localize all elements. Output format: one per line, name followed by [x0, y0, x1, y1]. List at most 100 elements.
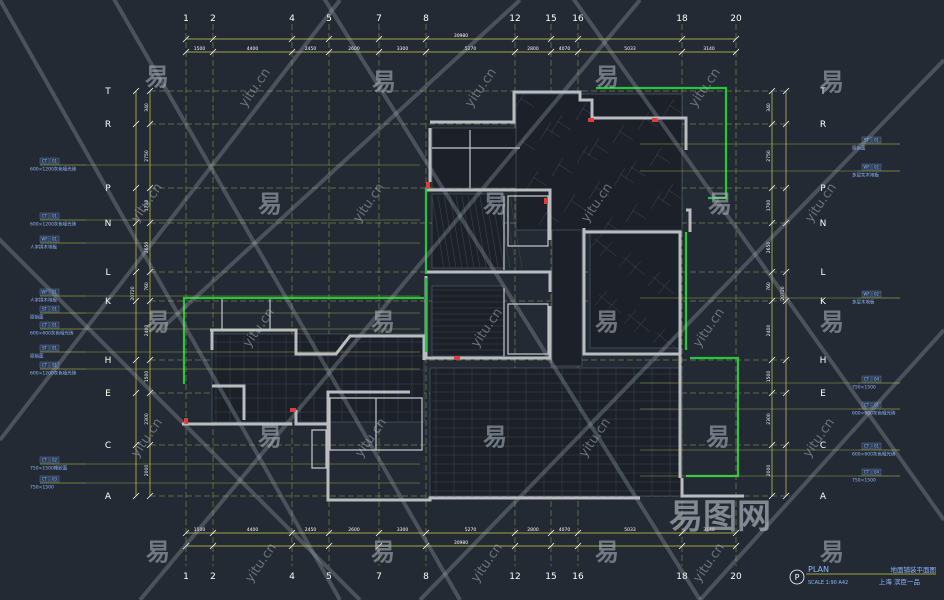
- watermark-character: 易: [820, 68, 844, 96]
- callout-text: 人字拼木地板: [30, 297, 57, 304]
- callout-tag-box: [49, 157, 60, 165]
- top-dimension-tick: [422, 35, 430, 43]
- grid-column-label-top: 1: [183, 14, 189, 24]
- hatch-line: [631, 209, 647, 220]
- dimension-value: 760: [144, 282, 150, 291]
- corridor-tile-floor: [551, 225, 583, 367]
- right-dimension-tick: [782, 219, 790, 227]
- hatch-line: [569, 199, 585, 210]
- right-dimension-tick: [782, 492, 790, 500]
- dimension-value: 4070: [559, 527, 571, 533]
- hatch-line: [630, 166, 646, 177]
- hatch-line: [594, 186, 610, 197]
- grid-row-label-left: R: [105, 120, 111, 130]
- bottom-dimension-tick: [288, 529, 296, 537]
- bottom-dimension-tick: [375, 529, 383, 537]
- hatch-line: [637, 321, 651, 333]
- callout-tag-box: [871, 468, 882, 476]
- kitchen-tile-floor: [211, 333, 425, 423]
- dimension-total: 20720: [130, 286, 136, 300]
- dimension-value: 2000: [144, 465, 150, 477]
- left-dimension-tick: [132, 356, 140, 364]
- dimension-value: 3300: [397, 527, 409, 533]
- hatch-line: [633, 317, 647, 333]
- left-dimension-tick: [146, 268, 154, 276]
- dimension-value: 2800: [527, 527, 539, 533]
- callout-code: WF: [863, 291, 870, 296]
- hatch-line: [666, 340, 680, 352]
- hatch-line: [637, 111, 650, 131]
- top-dimension-tick: [547, 35, 555, 43]
- walls: [182, 90, 744, 502]
- watermark-character: 易: [372, 68, 396, 96]
- wall-east: [678, 208, 692, 478]
- left-dimension-tick: [146, 356, 154, 364]
- hatch-line: [649, 147, 662, 167]
- hatch-line: [612, 124, 625, 144]
- dimension-value: 3140: [703, 527, 715, 533]
- grid-row-label-right: H: [820, 356, 827, 366]
- hatch-line: [651, 275, 665, 287]
- watermark-character: 易: [595, 308, 619, 336]
- left-dimension-tick: [132, 87, 140, 95]
- callout-code: CT: [864, 402, 870, 407]
- callout-text: 750×1500: [852, 385, 876, 391]
- top-dimension-tick: [547, 48, 555, 56]
- dimension-value: 3300: [397, 46, 409, 52]
- hatch-line: [467, 195, 481, 269]
- grid-column-label-top: 7: [376, 14, 382, 24]
- grid-row-label-left: C: [105, 441, 111, 451]
- hatch-line: [647, 271, 661, 287]
- hatch-line: [503, 195, 517, 269]
- hatch-line: [613, 167, 626, 187]
- hatch-line: [509, 195, 523, 269]
- hatch-line: [662, 98, 675, 118]
- dimension-value: 3140: [703, 46, 715, 52]
- grid-row-label-right: K: [820, 297, 827, 307]
- top-dimension-tick: [375, 48, 383, 56]
- grid-row-label-left: N: [105, 219, 112, 229]
- partition-closet: [311, 429, 327, 469]
- grid-column-label-bottom: 5: [326, 572, 332, 582]
- hatch-line: [556, 120, 572, 131]
- callout-tag-box: [39, 235, 50, 243]
- wall-kitchen: [210, 328, 426, 360]
- left-dimension-tick: [132, 219, 140, 227]
- watermark-character: 易: [371, 308, 395, 336]
- watermark-logo: 易图网: [669, 497, 771, 537]
- watermark-stripe: [418, 58, 944, 600]
- bottom-dimension-tick: [288, 542, 296, 550]
- dimension-value: 1500: [194, 527, 206, 533]
- top-dimension-tick: [574, 35, 582, 43]
- right-dimension-tick: [768, 219, 776, 227]
- grid-column-label-bottom: 8: [423, 572, 429, 582]
- right-dimension-tick: [768, 120, 776, 128]
- dimension-value: 2300: [144, 413, 150, 425]
- callout-text: 600×1200灰色哑光砖: [30, 166, 77, 173]
- grid-column-label-top: 5: [326, 14, 332, 24]
- grid-column-label-top: 16: [572, 14, 584, 24]
- dimension-value: 760: [766, 282, 772, 291]
- dimension-value: 4070: [559, 46, 571, 52]
- hatch-line: [661, 283, 675, 295]
- callout-text: 600×600灰色哑光砖: [852, 410, 896, 417]
- grid-column-label-top: 20: [730, 14, 742, 24]
- right-dimension-tick: [768, 268, 776, 276]
- right-dimension-tick: [768, 492, 776, 500]
- bottom-dimension-tick: [325, 529, 333, 537]
- bottom-dimension-tick: [732, 542, 740, 550]
- dimension-value: 4400: [247, 46, 259, 52]
- dimension-total: 30980: [454, 540, 468, 546]
- hatch-line: [485, 195, 499, 269]
- bottom-dimension-tick: [182, 542, 190, 550]
- callout-code: 01: [52, 306, 58, 311]
- callout-tag-box: [39, 456, 50, 464]
- hatch-line: [491, 195, 505, 269]
- bottom-dimension-tick: [511, 542, 519, 550]
- bedroom-wood-floor: [431, 285, 505, 357]
- callout-code: ST: [42, 345, 48, 350]
